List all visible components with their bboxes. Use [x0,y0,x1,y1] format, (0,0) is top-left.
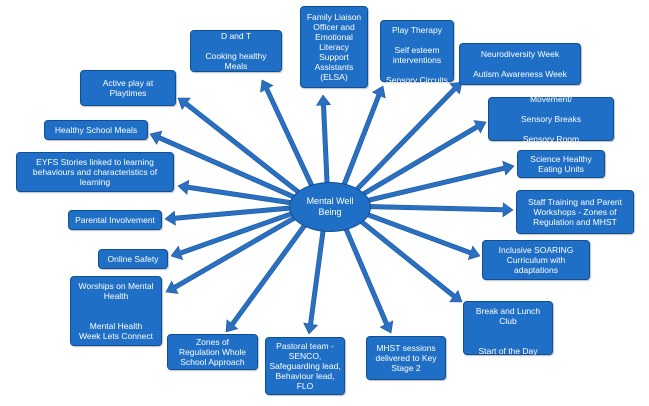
arrow-to-family-liaison [315,94,332,187]
arrow-to-science-healthy-eating [361,160,515,205]
arrow-to-parental-involvement [164,205,296,226]
arrow-to-online-safety [170,209,298,261]
arrow-to-break-and-lunch-club [354,215,463,303]
arrow-to-zones-of-regulation [225,219,310,333]
node-staff-training: Staff Training and Parent Workshops - Zo… [516,190,634,234]
node-break-and-lunch-club: Break and Lunch Club Start of the Day Cl… [463,301,553,366]
arrow-to-d-and-t [260,79,316,190]
arrow-to-neurodiversity-week [351,81,463,195]
node-neurodiversity-week: Neurodiversity Week Autism Awareness Wee… [459,43,581,85]
arrow-to-worships [165,212,301,294]
node-inclusive-soaring: Inclusive SOARING Curriculum with adapta… [482,240,590,280]
node-movement: Movement/ Sensory Breaks Sensory Room [488,94,614,144]
node-eyfs-stories: EYFS Stories linked to learning behaviou… [16,152,174,192]
node-online-safety: Online Safety [98,249,168,269]
node-active-play: Active play at Playtimes [80,70,176,106]
node-science-healthy-eating: Science Healthy Eating Units [517,150,605,178]
arrow-to-eyfs-stories [177,179,296,206]
arrow-to-staff-training [362,202,514,218]
arrow-to-inclusive-soaring [360,209,481,260]
node-family-liaison: Family Liaison Officer and Emotional Lit… [300,6,368,88]
node-mhst-sessions: MHST sessions delivered to Key Stage 2 [366,336,446,380]
arrow-to-healthy-school-meals [149,130,299,201]
node-d-and-t: D and T Cooking healthy Meals [190,30,282,72]
center-node-mental-well-being: Mental Well Being [289,182,371,232]
node-pastoral-team: Pastoral team - SENCO, Safeguarding lead… [265,337,345,395]
node-zones-of-regulation: Zones of Regulation Whole School Approac… [167,334,258,370]
arrow-to-active-play [177,97,304,197]
node-play-therapy: Play Therapy Self esteem interventions S… [380,20,454,85]
arrow-to-pastoral-team [303,225,327,335]
node-healthy-school-meals: Healthy School Meals [44,120,148,140]
arrow-to-movement [357,120,487,199]
node-parental-involvement: Parental Involvement [68,210,162,230]
node-worships: Worships on Mental Health Mental Health … [70,276,162,346]
arrow-to-mhst-sessions [341,222,394,334]
arrow-to-play-therapy [340,85,386,190]
